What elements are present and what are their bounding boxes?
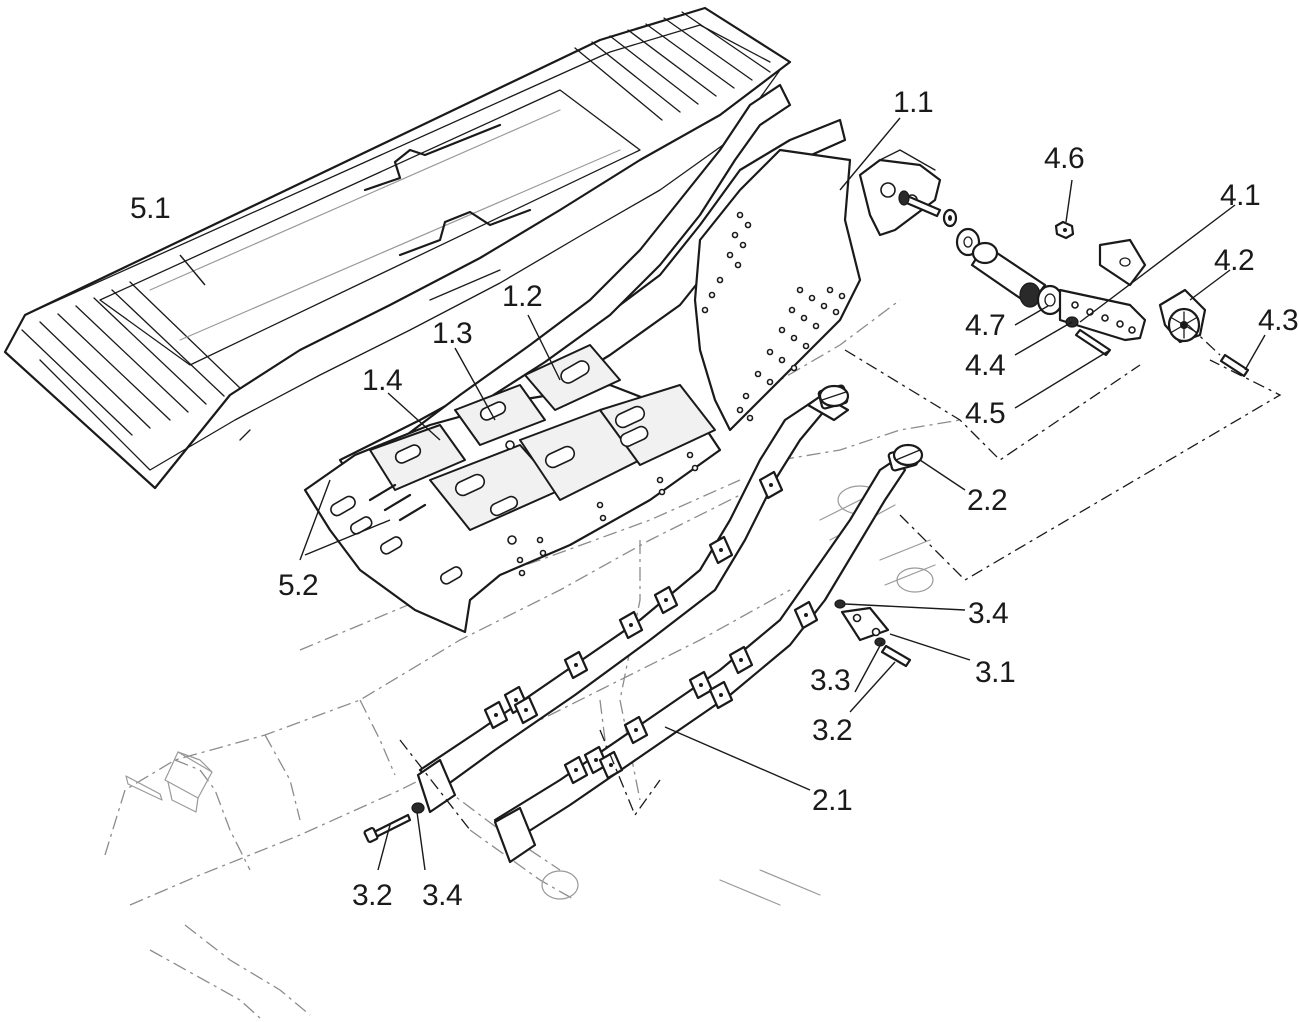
wheel-4-2 (1158, 288, 1207, 344)
washer-3-4-lower (411, 802, 425, 814)
seat-part (3, 6, 792, 490)
callout-5-2: 5.2 (278, 569, 318, 602)
rail-clamps (483, 470, 819, 785)
callout-4-1: 4.1 (1220, 179, 1260, 212)
bolt-3-2-right (880, 644, 912, 668)
callout-3-4-right: 3.4 (968, 597, 1008, 630)
mount-bracket-1-1 (858, 149, 942, 237)
callout-4-4: 4.4 (965, 349, 1005, 382)
callout-4-5: 4.5 (965, 397, 1005, 430)
bracket-3-1 (840, 606, 890, 642)
shock-absorber-4-7 (970, 241, 1064, 316)
callout-4-6: 4.6 (1044, 142, 1084, 175)
callout-3-1: 3.1 (975, 656, 1015, 689)
callout-4-2: 4.2 (1214, 244, 1254, 277)
gusset-holes (505, 440, 699, 577)
bolt-3-2-left (363, 813, 412, 843)
leader-lines (179, 117, 1266, 871)
callout-1-2: 1.2 (502, 280, 542, 313)
callout-4-7: 4.7 (965, 309, 1005, 342)
cover-piece (1098, 238, 1147, 287)
callout-3-4-left: 3.4 (422, 879, 462, 912)
callout-2-1: 2.1 (812, 784, 852, 817)
callout-2-2: 2.2 (967, 484, 1007, 517)
nut-4-6 (1054, 220, 1075, 240)
bolt-4-5 (1074, 328, 1112, 357)
washer-3-4-upper (834, 599, 846, 609)
plug-cap-left (818, 384, 850, 408)
callout-1-1: 1.1 (893, 86, 933, 119)
callout-3-2-right: 3.2 (812, 714, 852, 747)
washer-small (942, 208, 958, 228)
callout-1-4: 1.4 (362, 364, 402, 397)
plug-cap-2-2 (892, 443, 924, 467)
callout-3-3: 3.3 (810, 664, 850, 697)
callout-3-2-left: 3.2 (352, 879, 392, 912)
callout-1-3: 1.3 (432, 317, 472, 350)
link-arm-4-1 (1058, 288, 1147, 342)
callout-labels: 1.1 1.2 1.3 1.4 2.1 2.2 3.1 3.2 3.2 3.3 … (130, 86, 1299, 912)
assembly-dashed-lines (399, 324, 1282, 831)
frame-assembly (303, 83, 862, 634)
bolt-4-screw (898, 190, 942, 218)
ghost-steering-head (125, 751, 213, 813)
bolt-4-3 (1219, 353, 1250, 378)
callout-5-1: 5.1 (130, 192, 170, 225)
callout-4-3: 4.3 (1258, 304, 1298, 337)
perforation-dots (701, 211, 846, 422)
